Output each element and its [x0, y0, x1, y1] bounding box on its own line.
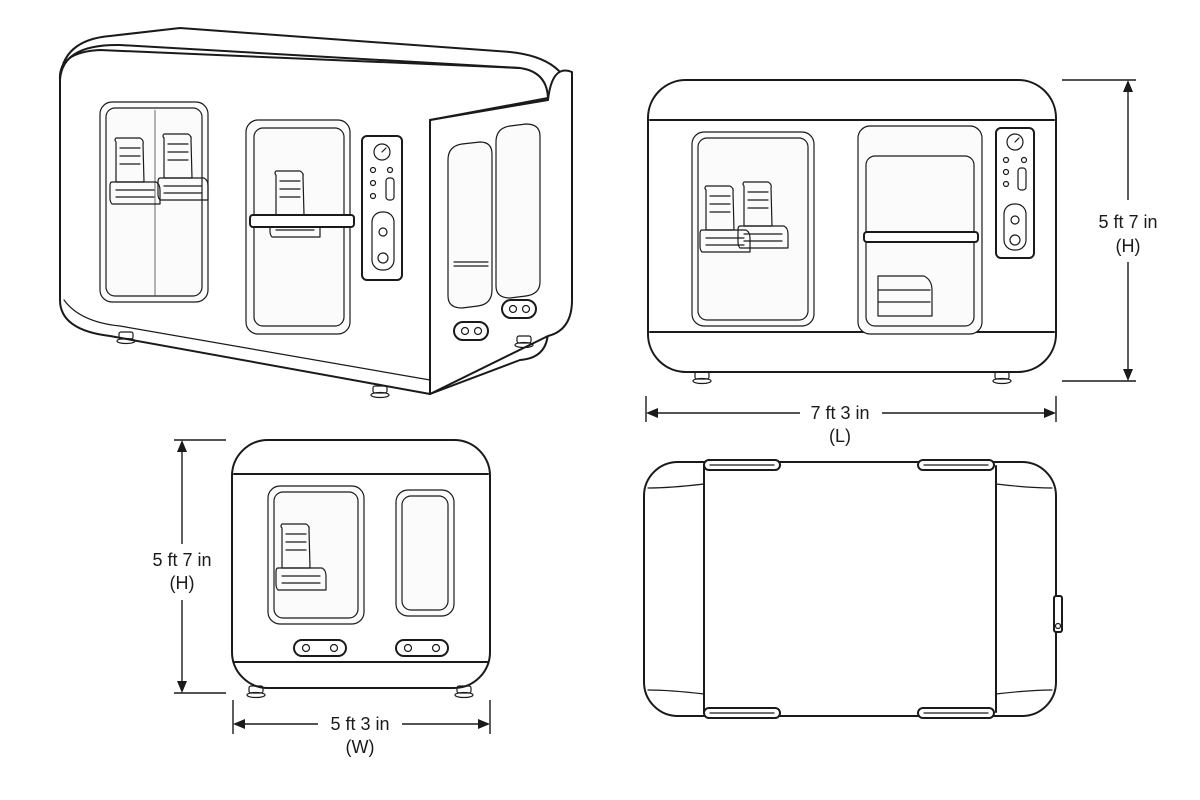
- side-width-axis: (W): [346, 737, 375, 757]
- side-view: 5 ft 7 in (H) 5 ft 3 in (W): [152, 439, 491, 757]
- front-length-value: 7 ft 3 in: [810, 403, 869, 423]
- side-height-axis: (H): [170, 573, 195, 593]
- side-height-value: 5 ft 7 in: [152, 550, 211, 570]
- side-width-value: 5 ft 3 in: [330, 714, 389, 734]
- front-length-axis: (L): [829, 426, 851, 446]
- top-view: [643, 459, 1063, 719]
- isometric-view: [58, 27, 573, 399]
- front-height-axis: (H): [1116, 236, 1141, 256]
- front-height-value: 5 ft 7 in: [1098, 212, 1157, 232]
- front-view: 5 ft 7 in (H) 7 ft 3 in (L): [645, 79, 1158, 446]
